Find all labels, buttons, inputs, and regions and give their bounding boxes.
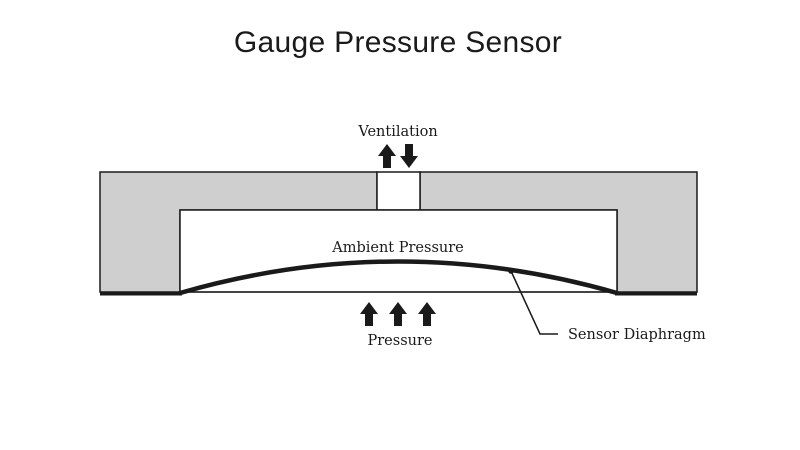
ventilation-label: Ventilation <box>357 124 437 140</box>
ventilation-arrow-down-icon <box>400 144 418 168</box>
sensor-diaphragm <box>177 259 620 296</box>
diagram-title: Gauge Pressure Sensor <box>234 26 562 59</box>
ventilation-port <box>376 171 421 211</box>
sensor-diaphragm-label: Sensor Diaphragm <box>568 327 706 343</box>
ventilation-arrow-up-icon <box>378 144 396 168</box>
pressure-arrow-up-icon <box>360 302 378 326</box>
diaphragm-leader-line <box>508 268 558 335</box>
pressure-arrow-up-icon <box>418 302 436 326</box>
ambient-pressure-label: Ambient Pressure <box>331 240 464 256</box>
pressure-arrow-up-icon <box>389 302 407 326</box>
pressure-label: Pressure <box>367 333 432 349</box>
